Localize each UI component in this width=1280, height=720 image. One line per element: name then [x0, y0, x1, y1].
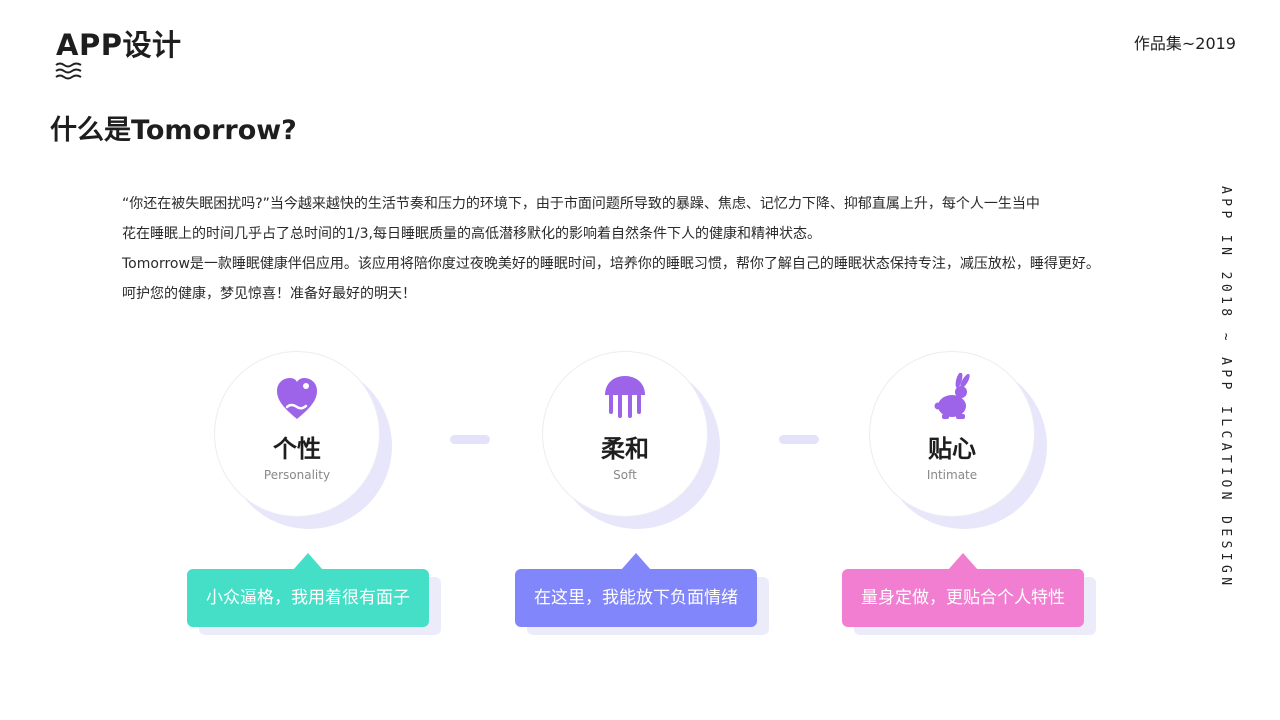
- portfolio-year: 作品集~2019: [1133, 34, 1236, 53]
- jellyfish-icon: [605, 376, 645, 418]
- page-title: 什么是Tomorrow?: [50, 115, 297, 146]
- feature-title: 贴心: [928, 435, 976, 463]
- intro-line: Tomorrow是一款睡眠健康伴侣应用。该应用将陪你度过夜晚美好的睡眠时间，培养…: [122, 256, 1100, 272]
- intro-line: 花在睡眠上的时间几乎占了总时间的1/3,每日睡眠质量的高低潜移默化的影响着自然条…: [122, 226, 821, 242]
- circle-face: [214, 351, 380, 517]
- connector-dash: [450, 435, 490, 444]
- feature-intimate: 贴心 Intimate: [869, 351, 1047, 529]
- speech-bubble-soft: 在这里，我能放下负面情绪: [515, 553, 769, 635]
- feature-soft: 柔和 Soft: [542, 351, 720, 529]
- bubble-text: 在这里，我能放下负面情绪: [515, 569, 757, 627]
- feature-subtitle: Soft: [613, 468, 637, 482]
- connector-dash: [779, 435, 819, 444]
- bubble-pointer: [621, 553, 651, 570]
- bubble-text: 小众逼格，我用着很有面子: [187, 569, 429, 627]
- speech-bubble-intimate: 量身定做，更贴合个人特性: [842, 553, 1096, 635]
- feature-title: 柔和: [601, 435, 649, 463]
- intro-text: “你还在被失眠困扰吗?”当今越来越快的生活节奏和压力的环境下，由于市面问题所导致…: [122, 189, 1192, 309]
- feature-personality: 个性 Personality: [214, 351, 392, 529]
- feature-subtitle: Intimate: [926, 468, 978, 482]
- intro-line: “你还在被失眠困扰吗?”当今越来越快的生活节奏和压力的环境下，由于市面问题所导致…: [122, 196, 1040, 212]
- wave-icon: [55, 62, 82, 80]
- circle-face: [869, 351, 1035, 517]
- brand-title: APP设计: [56, 28, 182, 62]
- intro-line: 呵护您的健康，梦见惊喜！准备好最好的明天！: [122, 286, 416, 302]
- bubble-pointer: [293, 553, 323, 570]
- speech-bubble-personality: 小众逼格，我用着很有面子: [187, 553, 441, 635]
- dinosaur-heart-icon: [277, 378, 317, 419]
- rabbit-icon: [934, 373, 970, 419]
- bubble-pointer: [948, 553, 978, 570]
- side-vertical-text: APP IN 2018 ~ APP ILCATION DESIGN: [1218, 186, 1233, 590]
- feature-title: 个性: [273, 435, 321, 463]
- bubble-text: 量身定做，更贴合个人特性: [842, 569, 1084, 627]
- feature-subtitle: Personality: [263, 468, 331, 482]
